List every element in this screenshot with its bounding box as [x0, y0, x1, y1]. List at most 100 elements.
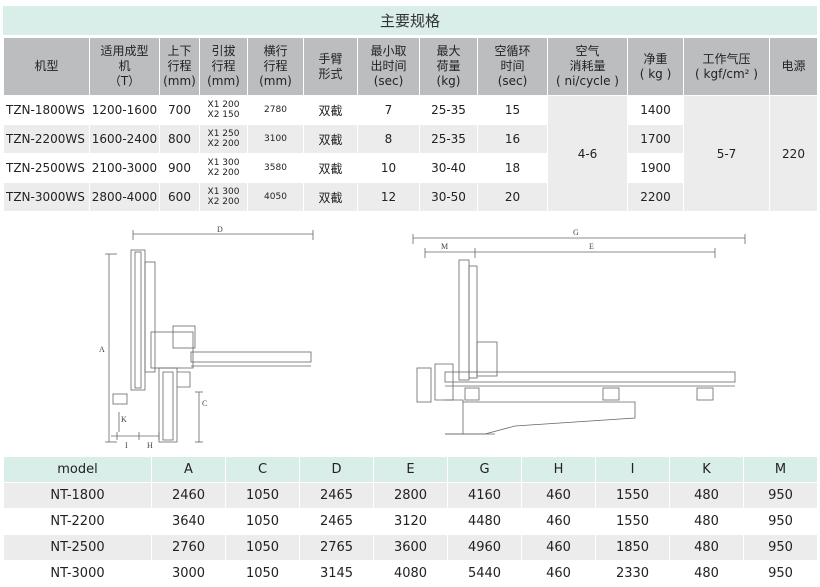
weight-cell: 1400 [627, 95, 684, 125]
spec-header-10: 净重( kg ) [627, 37, 684, 96]
dimension-cell: 3120 [373, 508, 448, 535]
model-cell: TZN-2500WS [3, 153, 90, 183]
model-cell: TZN-1800WS [3, 95, 90, 125]
dimension-cell: 480 [669, 482, 744, 509]
spec-header-line: 手臂 [318, 51, 343, 66]
dimension-header-cell: M [743, 456, 818, 483]
dimension-cell: 950 [743, 508, 818, 535]
draw-stroke-x2: X2 200 [207, 139, 240, 149]
spec-header-line: 荷量 [436, 59, 461, 73]
dim-label-a: A [99, 345, 105, 354]
spec-title: 主要规格 [3, 6, 817, 35]
dim-label-c: C [202, 399, 207, 408]
tonnage-cell: 1200-1600 [89, 95, 160, 125]
working-pressure-cell: 5-7 [683, 95, 770, 212]
arm-type-cell: 双截 [303, 95, 358, 125]
dim-label-g: G [573, 228, 579, 237]
dimension-cell: 2765 [299, 534, 374, 561]
dimension-header-cell: H [521, 456, 596, 483]
tonnage-cell: 2100-3000 [89, 153, 160, 183]
spec-header-line: 横行 [263, 44, 288, 58]
dimension-cell: 3000 [151, 560, 226, 587]
max-load-cell: 25-35 [419, 95, 478, 125]
model-cell: TZN-3000WS [3, 182, 90, 212]
dim-label-d: D [217, 225, 223, 234]
spec-header-line: (mm) [207, 74, 240, 88]
min-takeout-cell: 8 [357, 124, 420, 154]
dim-label-m: M [441, 242, 448, 251]
dimension-cell: 1050 [225, 534, 300, 561]
max-load-cell: 30-40 [419, 153, 478, 183]
spec-header-2: 上下行程(mm) [159, 37, 200, 96]
spec-header-line: 引拔 [211, 44, 236, 58]
dimension-header-cell: G [447, 456, 522, 483]
dimension-cell: NT-2200 [3, 508, 152, 535]
spec-header-row: 机型适用成型机（T）上下行程(mm)引拔行程(mm)横行行程(mm)手臂形式最小… [3, 37, 818, 96]
robot-side-view-drawing: D A C K I H [99, 225, 314, 450]
draw-stroke-x2: X2 150 [207, 110, 240, 120]
dimension-cell: 3640 [151, 508, 226, 535]
dimension-cell: 460 [521, 534, 596, 561]
spec-header-line: ( kg ) [639, 66, 672, 81]
spec-header-8: 空循环时间(sec) [477, 37, 548, 96]
dimension-cell: 2330 [595, 560, 670, 587]
dimension-cell: 2465 [299, 508, 374, 535]
dimension-cell: 1850 [595, 534, 670, 561]
spec-header-line: ( kgf/cm² ) [695, 66, 758, 81]
vertical-stroke-cell: 900 [159, 153, 200, 183]
min-takeout-cell: 10 [357, 153, 420, 183]
spec-header-line: 适用成型 [100, 44, 149, 58]
vertical-stroke-cell: 600 [159, 182, 200, 212]
dimension-cell: 950 [743, 560, 818, 587]
dimension-header-cell: C [225, 456, 300, 483]
spec-header-3: 引拔行程(mm) [199, 37, 248, 96]
dimension-cell: 4080 [373, 560, 448, 587]
dimension-cell: 480 [669, 508, 744, 535]
dry-cycle-cell: 20 [477, 182, 548, 212]
dimension-cell: 1550 [595, 508, 670, 535]
dimension-header-cell: K [669, 456, 744, 483]
dimension-cell: NT-1800 [3, 482, 152, 509]
min-takeout-cell: 12 [357, 182, 420, 212]
spec-header-line: 形式 [318, 66, 343, 81]
dimension-cell: 4160 [447, 482, 522, 509]
spec-header-line: (kg) [436, 74, 461, 88]
dimension-header-cell: model [3, 456, 152, 483]
dimension-cell: 5440 [447, 560, 522, 587]
dimension-cell: 4480 [447, 508, 522, 535]
vertical-stroke-cell: 800 [159, 124, 200, 154]
traverse-stroke-cell: 3100 [247, 124, 304, 154]
robot-front-view-drawing: G M E [412, 228, 746, 435]
max-load-cell: 30-50 [419, 182, 478, 212]
spec-header-9: 空气消耗量( ni/cycle ) [547, 37, 628, 96]
min-takeout-cell: 7 [357, 95, 420, 125]
spec-header-5: 手臂形式 [303, 37, 358, 96]
dimension-cell: 2760 [151, 534, 226, 561]
dimension-cell: 3600 [373, 534, 448, 561]
dimension-cell: 2460 [151, 482, 226, 509]
dimension-cell: NT-2500 [3, 534, 152, 561]
spec-header-0: 机型 [3, 37, 90, 96]
vertical-stroke-cell: 700 [159, 95, 200, 125]
spec-header-line: (sec) [497, 74, 528, 88]
air-consumption-cell: 4-6 [547, 95, 628, 212]
traverse-stroke-cell: 2780 [247, 95, 304, 125]
dim-label-h: H [147, 441, 153, 450]
draw-stroke-x1: X1 300 [207, 158, 240, 168]
arm-type-cell: 双截 [303, 182, 358, 212]
dimension-cell: 460 [521, 560, 596, 587]
draw-stroke-x2: X2 200 [207, 197, 240, 207]
spec-header-line: (sec) [373, 74, 404, 88]
spec-header-line: 出时间 [370, 59, 407, 73]
spec-header-line: 最大 [436, 44, 461, 58]
